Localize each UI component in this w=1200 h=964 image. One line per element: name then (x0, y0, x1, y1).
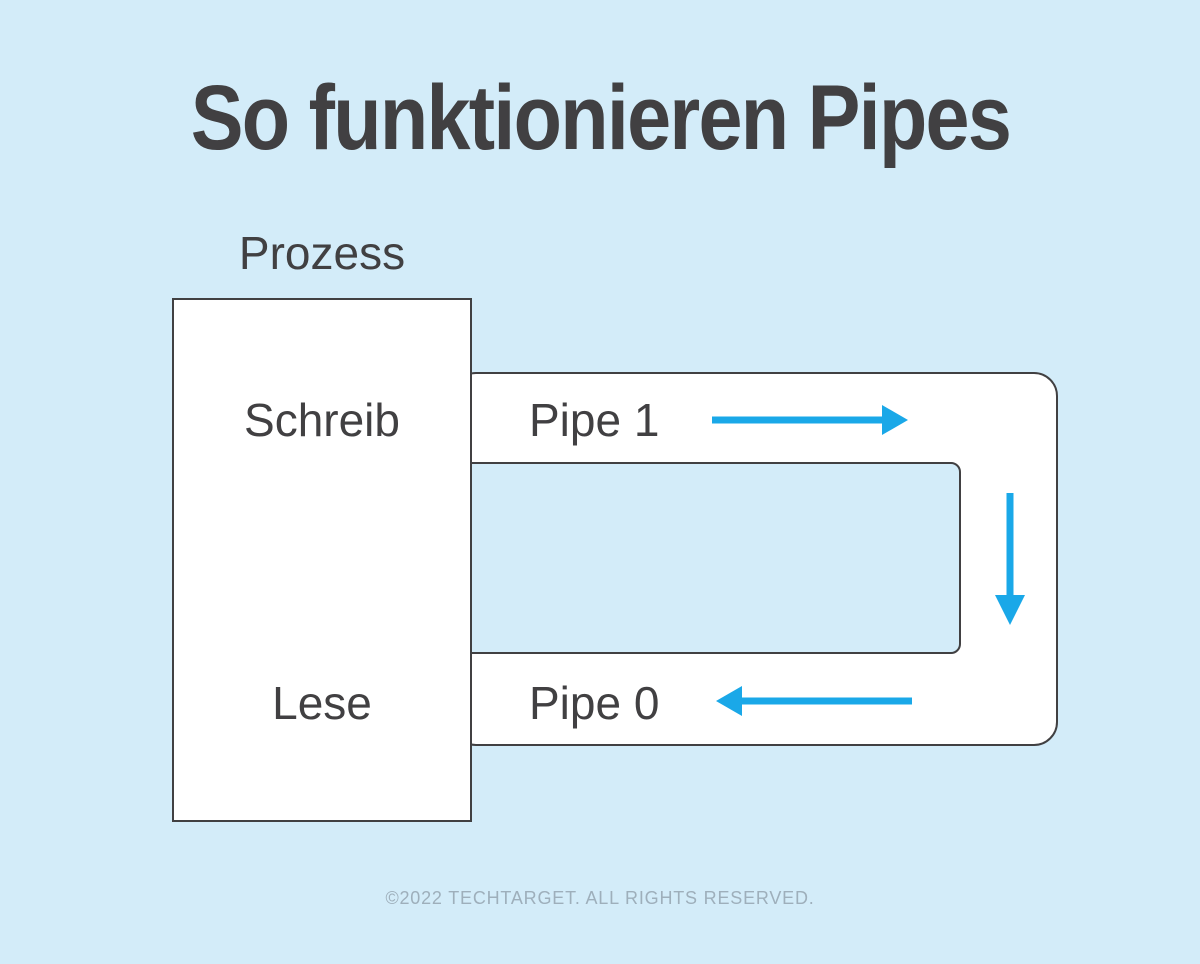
arrow-left-icon (716, 686, 912, 716)
arrow-down-icon (995, 493, 1025, 625)
copyright-notice: ©2022 TECHTARGET. ALL RIGHTS RESERVED. (385, 888, 815, 908)
pipe0-label: Pipe 0 (529, 677, 660, 729)
arrow-right-icon (712, 405, 908, 435)
read-label: Lese (272, 677, 372, 729)
page-title: So funktionieren Pipes (0, 72, 1200, 164)
process-box (172, 298, 472, 822)
page-title-text: So funktionieren Pipes (190, 67, 1011, 169)
pipe-loop-inner-cutout (452, 462, 961, 654)
write-label: Schreib (244, 394, 400, 446)
pipe1-label: Pipe 1 (529, 394, 660, 446)
process-label: Prozess (238, 227, 406, 279)
